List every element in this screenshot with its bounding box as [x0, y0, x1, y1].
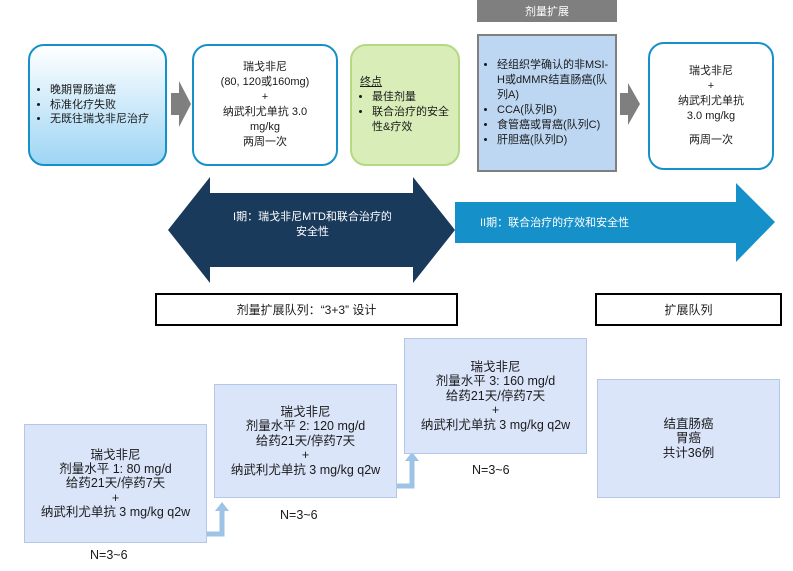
dose-line: 给药21天/停药7天: [65, 476, 166, 491]
dose-expansion-tag-label: 剂量扩展: [525, 6, 569, 18]
expansion-cohort-item: 肝胆癌(队列D): [497, 133, 609, 148]
expansion-cohort-list: 经组织学确认的非MSI-H或dMMR结直肠癌(队列A) CCA(队列B) 食管癌…: [485, 58, 609, 147]
regimen-line: (80, 120或160mg): [220, 76, 310, 89]
phase2-label-text: II期：联合治疗的疗效和安全性: [480, 217, 630, 229]
patient-criterion: 无既往瑞戈非尼治疗: [50, 112, 157, 127]
dose-line: 给药21天/停药7天: [445, 388, 546, 403]
phase1-label-line: I期：瑞戈非尼MTD和联合治疗的: [233, 210, 392, 223]
regimen-line: 纳武利尤单抗 3.0: [222, 106, 308, 118]
phase1-label-line: 安全性: [296, 226, 329, 238]
patient-criterion: 标准化疗失败: [50, 98, 157, 113]
dose-level-1-n: N=3~6: [90, 548, 128, 562]
regimen-line: 两周一次: [689, 133, 733, 146]
phase1-label: I期：瑞戈非尼MTD和联合治疗的 安全性: [215, 205, 410, 245]
patient-criteria-list: 晚期胃肠道癌 标准化疗失败 无既往瑞戈非尼治疗: [38, 83, 157, 128]
gray-arrow-2: [620, 83, 640, 125]
cohort-line: 共计36例: [662, 445, 715, 460]
dose-line: 纳武利尤单抗 3 mg/kg q2w: [230, 462, 381, 477]
regimen-line: +: [707, 80, 715, 93]
dose-level-3-box: 瑞戈非尼 剂量水平 3: 160 mg/d 给药21天/停药7天 + 纳武利尤单…: [404, 338, 587, 454]
regimen-line: 两周一次: [243, 135, 287, 148]
endpoints-box: 终点 最佳剂量 联合治疗的安全性&疗效: [350, 44, 460, 166]
dose-line: 纳武利尤单抗 3 mg/kg q2w: [420, 417, 571, 432]
expansion-cohort-bar: 扩展队列: [595, 293, 782, 326]
expansion-cohort-bar-label: 扩展队列: [664, 303, 713, 317]
dose-line: 剂量水平 1: 80 mg/d: [59, 461, 172, 476]
phase2-arrow: [455, 183, 775, 262]
expansion-cohort-item: CCA(队列B): [497, 103, 609, 118]
dose-line: 剂量水平 3: 160 mg/d: [435, 374, 556, 389]
dose-level-2-n: N=3~6: [280, 508, 318, 522]
regimen-line: 3.0 mg/kg: [686, 109, 736, 122]
phase2-label: II期：联合治疗的疗效和安全性: [480, 210, 720, 234]
dose-expansion-tag: 剂量扩展: [477, 0, 617, 22]
endpoint-item: 最佳剂量: [372, 90, 450, 105]
dose-line: 剂量水平 2: 120 mg/d: [245, 419, 366, 434]
dose-escalation-bar: 剂量扩展队列：“3+3” 设计: [155, 293, 458, 326]
regimen-box-phase1: 瑞戈非尼 (80, 120或160mg) + 纳武利尤单抗 3.0 mg/kg …: [192, 44, 338, 166]
dose-line: 纳武利尤单抗 3 mg/kg q2w: [40, 505, 191, 520]
dose-level-2-box: 瑞戈非尼 剂量水平 2: 120 mg/d 给药21天/停药7天 + 纳武利尤单…: [214, 384, 397, 498]
endpoints-title: 终点: [360, 76, 382, 89]
step-arrow-2-head: [405, 452, 419, 461]
gray-arrow-1: [171, 81, 191, 127]
step-arrow-1-head: [215, 502, 229, 511]
cohort-line: 胃癌: [675, 431, 701, 446]
phase1-arrow: [168, 177, 455, 283]
dose-line: +: [301, 448, 310, 463]
dose-line: 瑞戈非尼: [90, 447, 141, 462]
regimen-line: 纳武利尤单抗: [678, 95, 744, 108]
cohort-line: 结直肠癌: [663, 416, 714, 431]
dose-line: 瑞戈非尼: [470, 360, 521, 375]
regimen-line: +: [261, 91, 269, 104]
patient-criterion: 晚期胃肠道癌: [50, 83, 157, 98]
endpoints-list: 最佳剂量 联合治疗的安全性&疗效: [360, 90, 450, 135]
step-arrow-2: [397, 460, 415, 489]
dose-line: +: [491, 403, 500, 418]
expansion-cohort-item: 经组织学确认的非MSI-H或dMMR结直肠癌(队列A): [497, 58, 609, 103]
regimen-line: 瑞戈非尼: [689, 65, 733, 78]
regimen-line: 瑞戈非尼: [243, 61, 287, 74]
regimen-box-phase2: 瑞戈非尼 + 纳武利尤单抗 3.0 mg/kg 两周一次: [648, 42, 774, 170]
patient-criteria-box: 晚期胃肠道癌 标准化疗失败 无既往瑞戈非尼治疗: [28, 44, 167, 166]
dose-level-3-n: N=3~6: [472, 463, 510, 477]
endpoint-item: 联合治疗的安全性&疗效: [372, 105, 450, 135]
dose-line: +: [111, 490, 120, 505]
dose-level-1-box: 瑞戈非尼 剂量水平 1: 80 mg/d 给药21天/停药7天 + 纳武利尤单抗…: [24, 424, 207, 543]
dose-escalation-bar-label: 剂量扩展队列：“3+3” 设计: [236, 303, 377, 317]
dose-line: 瑞戈非尼: [280, 405, 331, 420]
expansion-cohort-item: 食管癌或胃癌(队列C): [497, 118, 609, 133]
expansion-cohorts-box: 经组织学确认的非MSI-H或dMMR结直肠癌(队列A) CCA(队列B) 食管癌…: [477, 34, 617, 172]
expansion-cohort-detail-box: 结直肠癌 胃癌 共计36例: [597, 379, 780, 498]
step-arrow-1: [206, 510, 225, 537]
dose-line: 给药21天/停药7天: [255, 433, 356, 448]
regimen-line: mg/kg: [250, 120, 280, 133]
